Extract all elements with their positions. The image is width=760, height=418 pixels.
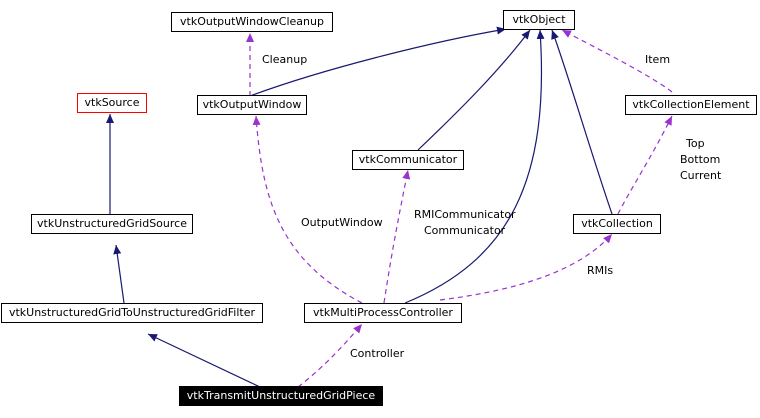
- node-vtk-unstructured-grid-to-unstructured-grid-filter[interactable]: vtkUnstructuredGridToUnstructuredGridFil…: [1, 303, 263, 323]
- edge-rmis-use: [439, 233, 613, 301]
- edge-label-controller: Controller: [350, 347, 405, 360]
- edge-label-cleanup: Cleanup: [262, 53, 308, 66]
- node-vtk-communicator[interactable]: vtkCommunicator: [352, 150, 464, 170]
- edge-transmit-to-ugfilter: [147, 333, 261, 388]
- edge-controller-to-object: [404, 29, 545, 304]
- edge-label-top: Top: [686, 137, 705, 150]
- edge-label-bottom: Bottom: [680, 153, 721, 166]
- edge-communicator-to-object: [417, 29, 531, 151]
- edge-label-rmis: RMIs: [587, 264, 614, 277]
- edge-collection-to-object: [551, 29, 613, 215]
- node-vtk-collection-element[interactable]: vtkCollectionElement: [625, 95, 757, 115]
- edge-label-rmi-communicator: RMICommunicator: [414, 208, 516, 221]
- edge-communicator-use: [383, 169, 411, 304]
- edge-outputwindow-to-object: [249, 26, 507, 97]
- node-vtk-transmit-unstructured-grid-piece[interactable]: vtkTransmitUnstructuredGridPiece: [179, 386, 383, 406]
- node-vtk-source[interactable]: vtkSource: [77, 93, 147, 113]
- edge-item-use: [561, 29, 673, 93]
- edge-top-bottom-current-use: [617, 115, 673, 215]
- node-vtk-output-window-cleanup[interactable]: vtkOutputWindowCleanup: [171, 12, 333, 32]
- node-vtk-collection[interactable]: vtkCollection: [573, 214, 661, 234]
- node-vtk-unstructured-grid-source[interactable]: vtkUnstructuredGridSource: [31, 214, 193, 234]
- node-vtk-multi-process-controller[interactable]: vtkMultiProcessController: [304, 303, 462, 323]
- node-vtk-object[interactable]: vtkObject: [503, 10, 575, 30]
- edge-label-communicator: Communicator: [424, 224, 506, 237]
- edge-ugfilter-to-ugsource: [113, 244, 125, 304]
- node-vtk-output-window[interactable]: vtkOutputWindow: [197, 95, 307, 115]
- edge-label-current: Current: [680, 169, 722, 182]
- edge-outputwindow-use: [252, 115, 363, 304]
- edge-label-output-window: OutputWindow: [301, 216, 383, 229]
- edge-label-item: Item: [645, 53, 671, 66]
